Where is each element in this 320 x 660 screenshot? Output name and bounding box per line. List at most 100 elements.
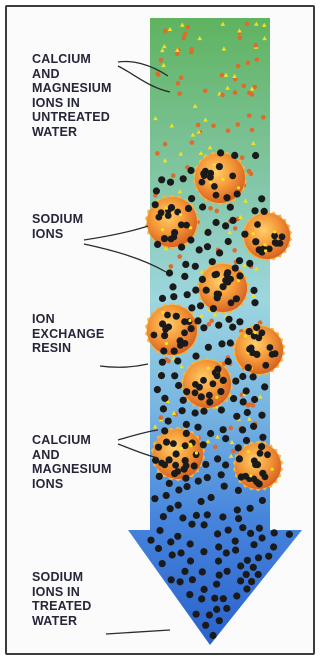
sodium-ion-icon bbox=[232, 378, 239, 385]
sodium-ion-icon bbox=[188, 325, 195, 332]
sodium-ion-icon bbox=[221, 483, 228, 490]
sodium-ion-icon bbox=[204, 243, 211, 250]
sodium-ion-icon bbox=[232, 547, 239, 554]
sodium-ion-icon bbox=[171, 229, 178, 236]
sodium-ion-icon bbox=[166, 456, 173, 463]
sodium-ion-icon bbox=[230, 395, 237, 402]
sodium-ion-icon bbox=[256, 246, 263, 253]
calcium-magnesium-ion-icon bbox=[246, 403, 251, 408]
sodium-ion-icon bbox=[205, 344, 212, 351]
sodium-ion-icon bbox=[252, 152, 259, 159]
sodium-ion-icon bbox=[247, 530, 254, 537]
sodium-ion-icon bbox=[169, 283, 176, 290]
calcium-magnesium-ion-icon bbox=[177, 91, 182, 96]
sodium-ion-icon bbox=[214, 294, 221, 301]
sodium-ion-icon bbox=[244, 557, 251, 564]
calcium-magnesium-ion-icon bbox=[231, 449, 236, 454]
sodium-ion-icon bbox=[215, 543, 222, 550]
sodium-ion-icon bbox=[180, 175, 187, 182]
sodium-ion-icon bbox=[251, 207, 258, 214]
sodium-ion-icon bbox=[200, 408, 207, 415]
calcium-magnesium-ion-icon bbox=[226, 128, 231, 133]
sodium-ion-icon bbox=[179, 514, 186, 521]
sodium-ion-icon bbox=[271, 529, 278, 536]
sodium-ion-icon bbox=[161, 332, 168, 339]
sodium-ion-icon bbox=[225, 316, 232, 323]
sodium-ion-icon bbox=[154, 241, 161, 248]
calcium-magnesium-ion-icon bbox=[235, 122, 240, 127]
sodium-ion-icon bbox=[187, 557, 194, 564]
sodium-ion-icon bbox=[235, 487, 242, 494]
sodium-ion-icon bbox=[175, 502, 182, 509]
sodium-ion-icon bbox=[222, 435, 229, 442]
sodium-ion-icon bbox=[181, 568, 188, 575]
sodium-ion-icon bbox=[188, 304, 195, 311]
sodium-ion-icon bbox=[259, 434, 266, 441]
calcium-magnesium-ion-icon bbox=[214, 209, 219, 214]
calcium-magnesium-ion-icon bbox=[163, 142, 168, 147]
sodium-ion-icon bbox=[161, 427, 168, 434]
sodium-ion-icon bbox=[236, 455, 243, 462]
sodium-ion-icon bbox=[243, 585, 250, 592]
sodium-ion-icon bbox=[259, 534, 266, 541]
sodium-ion-icon bbox=[160, 405, 167, 412]
sodium-ion-icon bbox=[158, 176, 165, 183]
sodium-ion-icon bbox=[218, 406, 225, 413]
sodium-ion-icon bbox=[167, 538, 174, 545]
sodium-ion-icon bbox=[197, 302, 204, 309]
sodium-ion-icon bbox=[229, 324, 236, 331]
calcium-magnesium-ion-icon bbox=[186, 25, 191, 30]
sodium-ion-icon bbox=[178, 549, 185, 556]
sodium-ion-icon bbox=[233, 413, 240, 420]
sodium-ion-icon bbox=[199, 568, 206, 575]
sodium-ion-icon bbox=[185, 205, 192, 212]
sodium-ion-icon bbox=[166, 269, 173, 276]
leader-line-resin bbox=[100, 364, 148, 367]
sodium-ion-icon bbox=[171, 372, 178, 379]
sodium-ion-icon bbox=[254, 461, 261, 468]
calcium-magnesium-ion-icon bbox=[196, 123, 201, 128]
sodium-ion-icon bbox=[253, 324, 260, 331]
sodium-ion-icon bbox=[159, 320, 166, 327]
sodium-ion-icon bbox=[225, 358, 232, 365]
calcium-magnesium-ion-icon bbox=[220, 93, 225, 98]
sodium-ion-icon bbox=[161, 235, 168, 242]
sodium-ion-icon bbox=[243, 387, 250, 394]
sodium-ion-icon bbox=[235, 444, 242, 451]
sodium-ion-icon bbox=[183, 483, 190, 490]
sodium-ion-icon bbox=[214, 530, 221, 537]
calcium-magnesium-ion-icon bbox=[179, 75, 184, 80]
sodium-ion-icon bbox=[171, 470, 178, 477]
sodium-ion-icon bbox=[194, 317, 201, 324]
sodium-ion-icon bbox=[224, 568, 231, 575]
sodium-ion-icon bbox=[233, 295, 240, 302]
sodium-ion-icon bbox=[151, 495, 158, 502]
calcium-magnesium-ion-icon bbox=[182, 36, 187, 41]
sodium-ion-icon bbox=[231, 152, 238, 159]
sodium-ion-icon bbox=[208, 494, 215, 501]
sodium-ion-icon bbox=[167, 179, 174, 186]
calcium-magnesium-ion-icon bbox=[189, 47, 194, 52]
sodium-ion-icon bbox=[147, 537, 154, 544]
sodium-ion-icon bbox=[204, 474, 211, 481]
sodium-ion-icon bbox=[166, 480, 173, 487]
sodium-ion-icon bbox=[174, 533, 181, 540]
sodium-ion-icon bbox=[259, 470, 266, 477]
sodium-ion-icon bbox=[225, 527, 232, 534]
sodium-ion-icon bbox=[163, 492, 170, 499]
sodium-ion-icon bbox=[211, 595, 218, 602]
sodium-ion-icon bbox=[167, 505, 174, 512]
sodium-ion-icon bbox=[186, 591, 193, 598]
calcium-magnesium-ion-icon bbox=[208, 206, 213, 211]
sodium-ion-icon bbox=[155, 545, 162, 552]
sodium-ion-icon bbox=[239, 373, 246, 380]
sodium-ion-icon bbox=[196, 246, 203, 253]
sodium-ion-icon bbox=[258, 443, 265, 450]
sodium-ion-icon bbox=[155, 444, 162, 451]
label-calcium-magnesium-untreated: CALCIUM AND MAGNESIUM IONS IN UNTREATED … bbox=[32, 52, 112, 139]
sodium-ion-icon bbox=[218, 340, 225, 347]
calcium-magnesium-ion-icon bbox=[228, 426, 233, 431]
sodium-ion-icon bbox=[159, 295, 166, 302]
sodium-ion-icon bbox=[203, 287, 210, 294]
sodium-ion-icon bbox=[210, 305, 217, 312]
